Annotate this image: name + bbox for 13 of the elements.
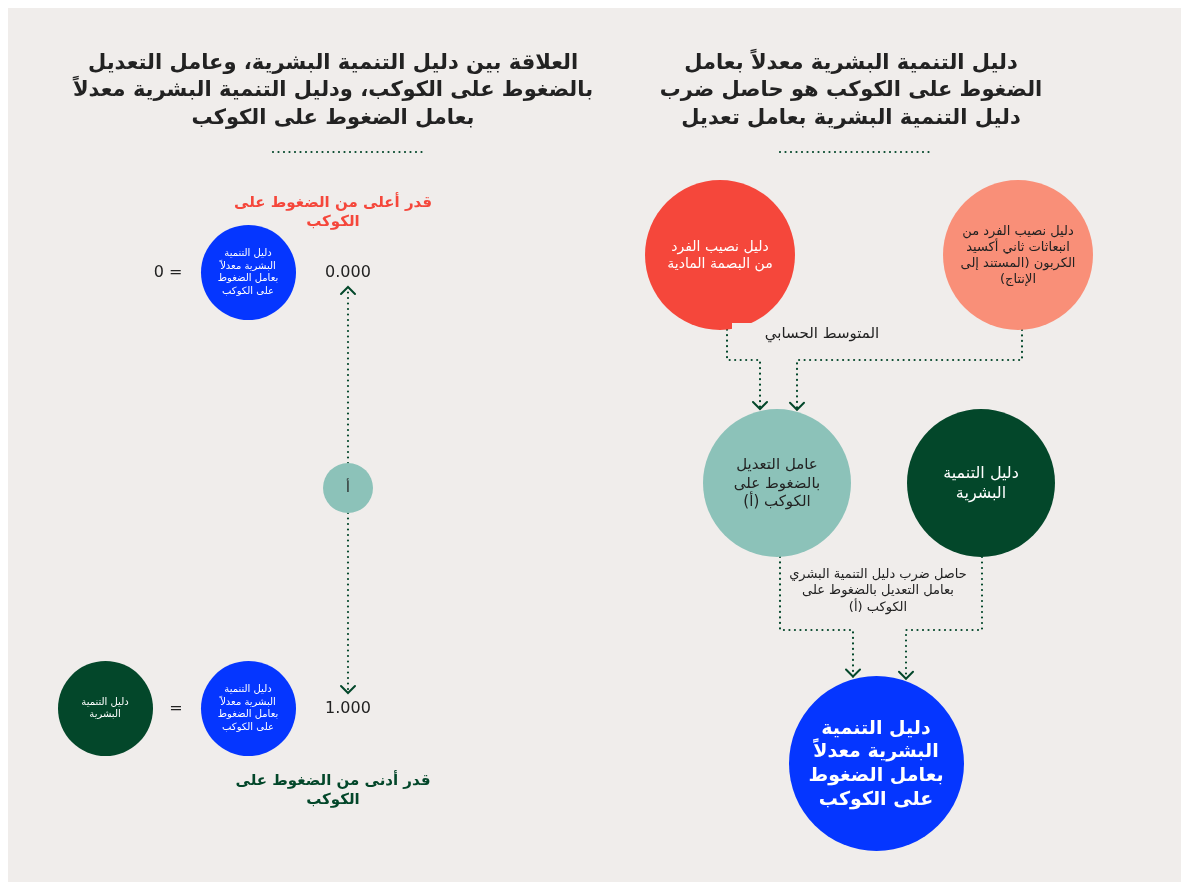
arrow xyxy=(340,511,356,695)
arrow xyxy=(725,328,768,411)
scale-label: قدر أدنى من الضغوط على الكوكب xyxy=(234,770,432,810)
arrow xyxy=(778,555,861,678)
equals-sign: = xyxy=(168,697,184,719)
value-label: 1.000 xyxy=(313,695,383,721)
heading: العلاقة بين دليل التنمية البشرية، وعامل التعديل بالضغوط على الكوكب، ودليل التنمية البشرية معدلاً بعامل الضغوط على الكوكب xyxy=(71,49,595,131)
arrow xyxy=(898,555,984,680)
arrow xyxy=(789,328,1024,411)
heading: دليل التنمية البشرية معدلاً بعامل الضغوط على الكوكب هو حاصل ضرب دليل التنمية البشرية بعامل تعديل xyxy=(658,49,1044,131)
arrow xyxy=(340,285,356,465)
value-label: 0.000 xyxy=(313,259,383,285)
equation-text: 0 = xyxy=(152,261,184,283)
